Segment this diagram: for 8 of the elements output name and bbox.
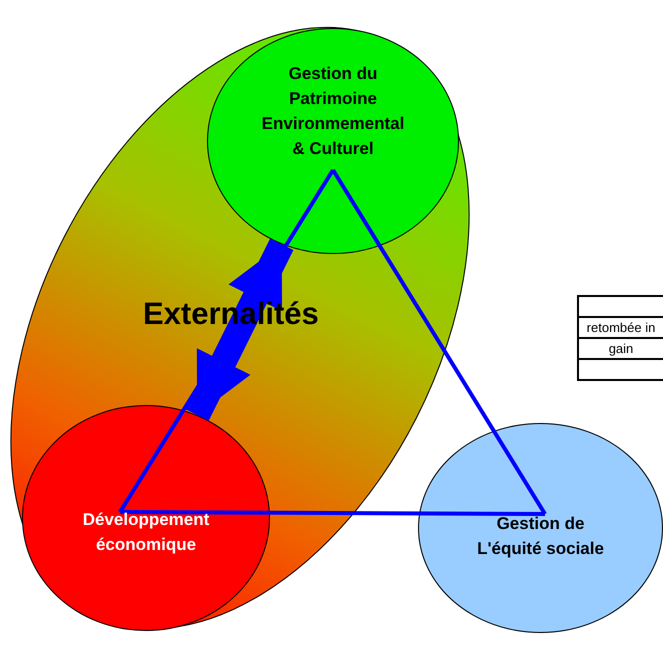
node-label: Développement économique [82,509,210,556]
connector-line [120,510,545,516]
table-text: retombée in [586,320,656,335]
node-label: Gestion du Patrimoine Environmemental & Culturel [260,63,406,160]
connector-line [118,168,335,514]
table-text: gain [608,341,634,356]
node-label: Gestion de L'équité sociale [476,513,605,560]
connector-line [331,168,547,516]
